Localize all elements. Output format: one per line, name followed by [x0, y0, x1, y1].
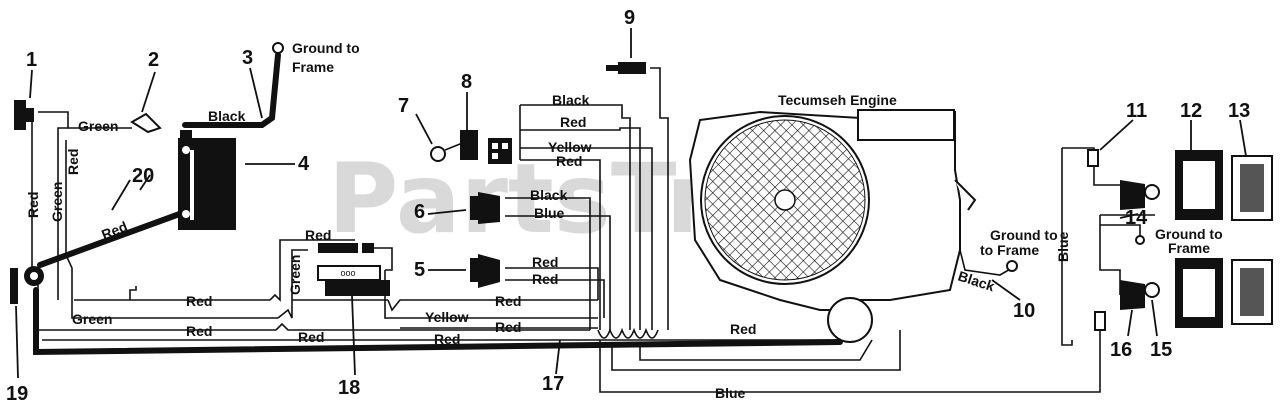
- callout-16: 16: [1110, 339, 1132, 361]
- part-14-ground-lug: [1135, 235, 1145, 245]
- label-black-switch-8: Black: [552, 92, 590, 108]
- part-4-battery: [178, 130, 236, 230]
- callout-20: 20: [132, 165, 154, 187]
- label-red-vertical-1: Red: [25, 192, 41, 218]
- connector-lower: [1094, 311, 1106, 331]
- label-green-top: Green: [78, 118, 118, 134]
- part-2-bracket: [130, 112, 162, 134]
- label-engine: Tecumseh Engine: [778, 92, 897, 108]
- label-ground-to-1: Ground to: [292, 40, 360, 56]
- part-13-lens-lower: [1231, 259, 1273, 325]
- label-black-switch-6: Black: [530, 187, 568, 203]
- part-16-socket-upper: [1120, 180, 1145, 210]
- callout-19: 19: [6, 383, 28, 405]
- label-red-5: Red: [495, 293, 521, 309]
- label-yellow-switch-8: Yellow: [548, 139, 592, 155]
- label-red-3: Red: [298, 329, 324, 345]
- label-red-switch-8: Red: [560, 114, 586, 130]
- part-5-switch: [470, 254, 500, 288]
- tecumseh-engine: [688, 109, 977, 343]
- part-11-connector: [1087, 149, 1099, 167]
- part-13-lens-upper: [1231, 155, 1273, 221]
- label-ground-to-2: Ground to: [990, 227, 1058, 243]
- part-10-ground-lug: [1006, 260, 1018, 272]
- part-19-solenoid: [10, 266, 44, 304]
- part-1-component: [14, 100, 34, 130]
- label-blue-bottom: Blue: [715, 385, 746, 401]
- callout-17: 17: [542, 373, 564, 395]
- bulb-upper: [1144, 184, 1160, 200]
- label-red-vertical-2: Red: [65, 149, 81, 175]
- label-green-center: Green: [287, 255, 303, 295]
- callout-1: 1: [26, 49, 37, 71]
- svg-text:ooo: ooo: [340, 268, 355, 278]
- part-12-headlight-upper: [1175, 150, 1223, 220]
- fuse-holder: [318, 243, 374, 253]
- callout-4: 4: [298, 153, 310, 175]
- part-6-switch: [470, 192, 500, 224]
- part-15-bulb: [1144, 282, 1160, 298]
- label-red-switch-5a: Red: [532, 254, 558, 270]
- callout-18: 18: [338, 377, 360, 399]
- part-8-ignition-switch: [460, 130, 512, 164]
- callout-9: 9: [624, 7, 635, 29]
- label-black-engine-ground: Black: [956, 268, 997, 295]
- part-3-ground-lug: [272, 42, 284, 54]
- label-frame-1: Frame: [292, 59, 334, 75]
- label-blue-switch-6: Blue: [534, 205, 565, 221]
- part-9-spark-plug-boot: [606, 62, 646, 74]
- label-ground-to-3: Ground to: [1155, 226, 1223, 242]
- label-blue-right: Blue: [1055, 231, 1071, 262]
- label-red-2: Red: [186, 323, 212, 339]
- callout-7: 7: [398, 95, 409, 117]
- label-green-bottom: Green: [72, 311, 112, 327]
- callout-5: 5: [414, 259, 425, 281]
- wire-labels: Ground to Frame Black Green Red Green Re…: [25, 40, 1223, 401]
- part-12-headlight-lower: [1175, 258, 1223, 328]
- callout-14: 14: [1125, 207, 1148, 229]
- callout-8: 8: [461, 71, 472, 93]
- label-red-fuse: Red: [305, 227, 331, 243]
- label-red-switch-5b: Red: [532, 271, 558, 287]
- label-red-6: Red: [495, 319, 521, 335]
- callout-2: 2: [148, 49, 159, 71]
- label-yellow-bottom: Yellow: [425, 309, 469, 325]
- callout-numbers: 1 2 3 4 5 6 7 8 9 10 11 12 13 14 15 16 1…: [6, 7, 1250, 405]
- callout-6: 6: [414, 201, 425, 223]
- label-frame-3: Frame: [1168, 240, 1210, 256]
- part-16-socket-lower: [1120, 280, 1145, 310]
- callout-3: 3: [242, 47, 253, 69]
- label-to-frame-2: to Frame: [980, 242, 1039, 258]
- callout-leaders: [15, 28, 1247, 379]
- label-red-switch-8b: Red: [556, 153, 582, 169]
- label-black-battery: Black: [208, 108, 246, 124]
- callout-13: 13: [1228, 100, 1250, 122]
- part-18-regulator: ooo: [317, 265, 390, 296]
- callout-12: 12: [1180, 100, 1202, 122]
- callout-11: 11: [1126, 100, 1147, 122]
- callout-15: 15: [1150, 339, 1172, 361]
- callout-10: 10: [1013, 300, 1035, 322]
- label-red-4: Red: [434, 331, 460, 347]
- label-red-1: Red: [186, 293, 212, 309]
- main-cables: [33, 52, 843, 356]
- label-red-engine: Red: [730, 321, 756, 337]
- label-green-vertical: Green: [49, 182, 65, 222]
